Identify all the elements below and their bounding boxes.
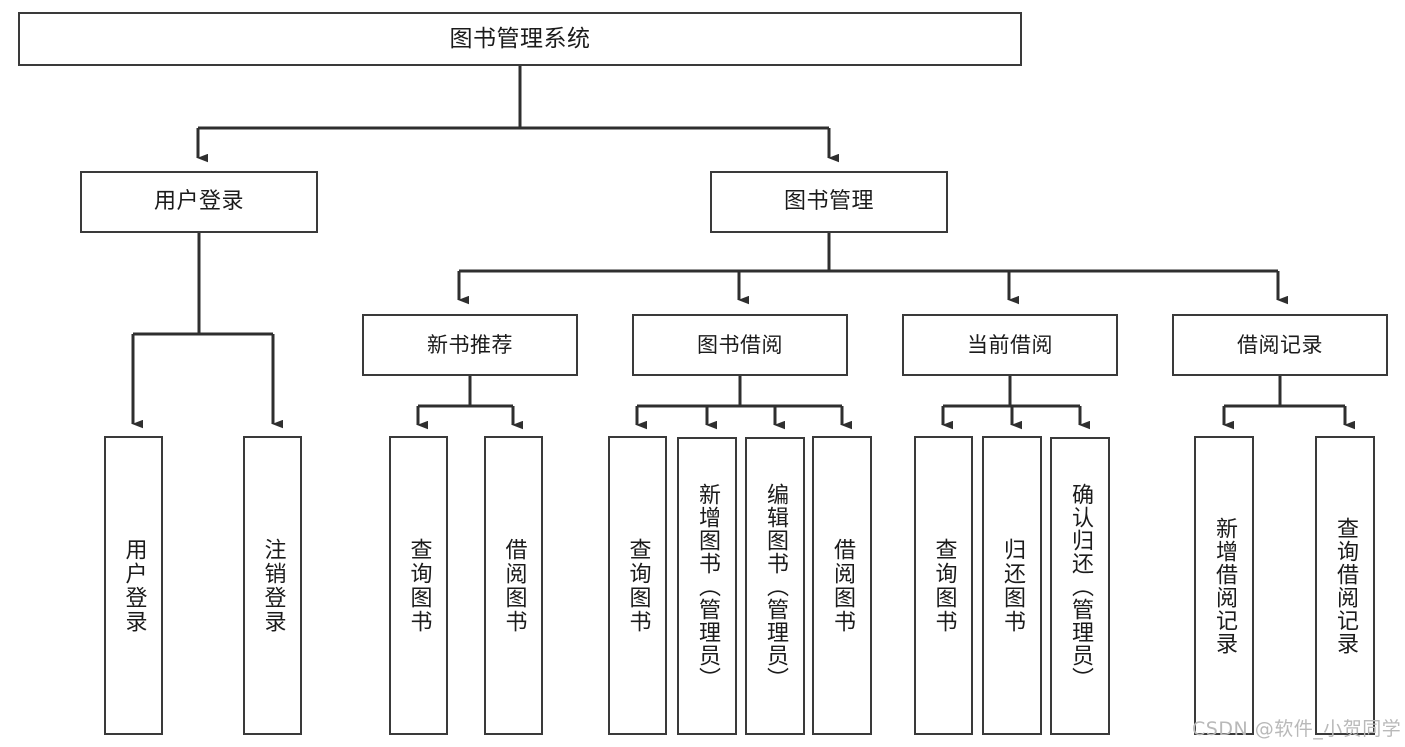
node-label: 当前借阅	[967, 332, 1053, 357]
node-book-borrow[interactable]: 图书借阅	[632, 314, 848, 376]
node-label: 借阅图书	[501, 537, 527, 634]
leaf-current-borrow-confirm-return-admin[interactable]: 确认归还（管理员）	[1050, 437, 1110, 735]
leaf-book-borrow-borrow-book[interactable]: 借阅图书	[812, 436, 872, 735]
leaf-new-book-borrow-book[interactable]: 借阅图书	[484, 436, 543, 735]
node-label: 注销登录	[260, 537, 286, 634]
leaf-current-borrow-return-book[interactable]: 归还图书	[982, 436, 1042, 735]
node-book-management[interactable]: 图书管理	[710, 171, 948, 233]
leaf-borrow-record-add-record[interactable]: 新增借阅记录	[1194, 436, 1254, 735]
node-label: 图书管理	[783, 189, 874, 215]
node-current-borrow[interactable]: 当前借阅	[902, 314, 1118, 376]
leaf-book-borrow-edit-book-admin[interactable]: 编辑图书（管理员）	[745, 437, 805, 735]
node-label: 查询图书	[406, 537, 432, 634]
node-label: 用户登录	[121, 537, 147, 634]
node-label: 新增图书（管理员）	[695, 482, 720, 690]
node-label: 确认归还（管理员）	[1068, 482, 1093, 690]
node-label: 借阅记录	[1237, 332, 1323, 357]
leaf-book-borrow-add-book-admin[interactable]: 新增图书（管理员）	[677, 437, 737, 735]
node-new-book-recommend[interactable]: 新书推荐	[362, 314, 578, 376]
node-user-login[interactable]: 用户登录	[80, 171, 318, 233]
node-label: 查询借阅记录	[1333, 516, 1358, 655]
leaf-book-borrow-query-book[interactable]: 查询图书	[608, 436, 667, 735]
node-label: 归还图书	[1000, 537, 1025, 634]
node-label: 图书借阅	[697, 332, 783, 357]
node-label: 新书推荐	[427, 332, 513, 357]
leaf-user-login-signin[interactable]: 用户登录	[104, 436, 163, 735]
leaf-new-book-query-book[interactable]: 查询图书	[389, 436, 448, 735]
node-root-book-management-system[interactable]: 图书管理系统	[18, 12, 1022, 66]
node-label: 新增借阅记录	[1212, 516, 1237, 655]
node-label: 用户登录	[153, 189, 244, 215]
leaf-current-borrow-query-book[interactable]: 查询图书	[914, 436, 973, 735]
leaf-user-login-signout[interactable]: 注销登录	[243, 436, 302, 735]
node-label: 编辑图书（管理员）	[763, 482, 788, 690]
node-label: 查询图书	[931, 537, 957, 634]
node-label: 图书管理系统	[449, 25, 591, 52]
node-label: 借阅图书	[830, 537, 855, 634]
node-label: 查询图书	[625, 537, 651, 634]
node-borrow-record[interactable]: 借阅记录	[1172, 314, 1388, 376]
leaf-borrow-record-query-record[interactable]: 查询借阅记录	[1315, 436, 1375, 735]
